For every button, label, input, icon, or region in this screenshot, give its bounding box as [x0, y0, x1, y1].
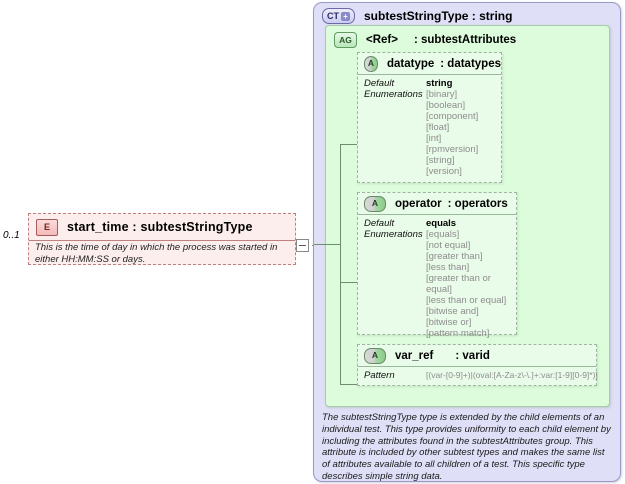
enumeration-item: [less than] [426, 262, 470, 273]
complextype-header: CT+ subtestStringType : string [322, 8, 512, 24]
facet-label: Enumerations [364, 89, 423, 100]
enumeration-item: [string] [426, 155, 455, 166]
attribute-group-type: : subtestAttributes [413, 34, 517, 46]
element-icon: E [36, 218, 58, 236]
attribute-header-var-ref: A var_ref : varid [358, 345, 596, 367]
facet-label: Default [364, 78, 395, 89]
facet-row-default: Default equals [358, 218, 516, 229]
attribute-header-operator: A operator : operators [358, 193, 516, 215]
facet-value: equals [426, 218, 457, 229]
attribute-name: operator [395, 197, 442, 210]
attribute-type: : varid [455, 349, 490, 362]
attribute-type: : datatypes [440, 57, 501, 70]
facets-operator: Default equals Enumerations [equals] [no… [358, 215, 516, 342]
element-documentation: This is the time of day in which the pro… [35, 242, 278, 265]
enumeration-item: [component] [426, 111, 479, 122]
enumeration-item: [boolean] [426, 100, 466, 111]
enumeration-item: [less than or equal] [426, 295, 507, 306]
element-box-start-time[interactable]: E start_time : subtestStringType This is… [28, 213, 296, 265]
attribute-header-datatype: A datatype : datatypes [358, 53, 501, 75]
facet-row-enumerations: Enumerations [binary] [boolean] [compone… [358, 89, 501, 177]
enumeration-list: [equals] [not equal] [greater than] [les… [426, 229, 516, 339]
enumeration-item: [not equal] [426, 240, 471, 251]
facet-label: Pattern [364, 370, 395, 381]
facet-value: [(var-[0-9]+)|(oval:[A-Za-z\-\.]+:var:[1… [426, 370, 598, 380]
enumeration-item: [equals] [426, 229, 460, 240]
attribute-box-var-ref[interactable]: A var_ref : varid Pattern [(var-[0-9]+)|… [357, 344, 598, 386]
facet-label: Default [364, 218, 395, 229]
tree-branch-varref [340, 384, 358, 385]
tree-stem-line [314, 244, 341, 245]
facets-var-ref: Pattern [(var-[0-9]+)|(oval:[A-Za-z\-\.]… [358, 367, 598, 384]
enumeration-item: [greater than or equal] [426, 273, 491, 295]
attribute-icon: A [364, 195, 386, 212]
facet-value: string [426, 78, 453, 89]
element-title: start_time : subtestStringType [67, 220, 253, 234]
facet-row-pattern: Pattern [(var-[0-9]+)|(oval:[A-Za-z\-\.]… [358, 370, 598, 381]
attribute-type: : operators [447, 197, 508, 210]
element-header: E start_time : subtestStringType [29, 214, 295, 241]
facet-label: Enumerations [364, 229, 423, 240]
facet-row-default: Default string [358, 78, 501, 89]
attribute-group-icon: AG [334, 32, 357, 48]
enumeration-item: [bitwise and] [426, 306, 479, 317]
complextype-badge[interactable]: CT+ [322, 8, 355, 24]
expand-plus-icon[interactable]: + [341, 11, 350, 21]
attribute-icon: A [364, 55, 378, 72]
complextype-documentation: The subtestStringType type is extended b… [322, 412, 611, 482]
facet-row-enumerations: Enumerations [equals] [not equal] [great… [358, 229, 516, 339]
complextype-title: subtestStringType : string [364, 9, 513, 23]
attribute-name: var_ref [395, 349, 434, 362]
tree-branch-operator [340, 282, 358, 283]
attribute-icon: A [364, 347, 386, 364]
enumeration-item: [bitwise or] [426, 317, 472, 328]
enumeration-item: [version] [426, 166, 462, 177]
attribute-name: datatype [386, 57, 435, 70]
occurrence-label: 0..1 [3, 230, 20, 241]
attribute-group-ref: <Ref> [366, 34, 398, 46]
complextype-badge-label: CT [327, 10, 339, 21]
enumeration-item: [rpmversion] [426, 144, 479, 155]
attribute-group-header: AG <Ref> : subtestAttributes [334, 32, 516, 48]
enumeration-item: [float] [426, 122, 450, 133]
tree-branch-datatype [340, 144, 358, 145]
tree-trunk-line [340, 144, 341, 384]
facets-datatype: Default string Enumerations [binary] [bo… [358, 75, 501, 180]
enumeration-item: [int] [426, 133, 442, 144]
enumeration-item: [pattern match] [426, 328, 490, 339]
collapse-toggle-icon[interactable] [296, 239, 309, 252]
enumeration-item: [greater than] [426, 251, 483, 262]
enumeration-item: [binary] [426, 89, 458, 100]
enumeration-list: [binary] [boolean] [component] [float] [… [426, 89, 478, 177]
attribute-box-datatype[interactable]: A datatype : datatypes Default string En… [357, 52, 502, 183]
attribute-box-operator[interactable]: A operator : operators Default equals En… [357, 192, 517, 339]
